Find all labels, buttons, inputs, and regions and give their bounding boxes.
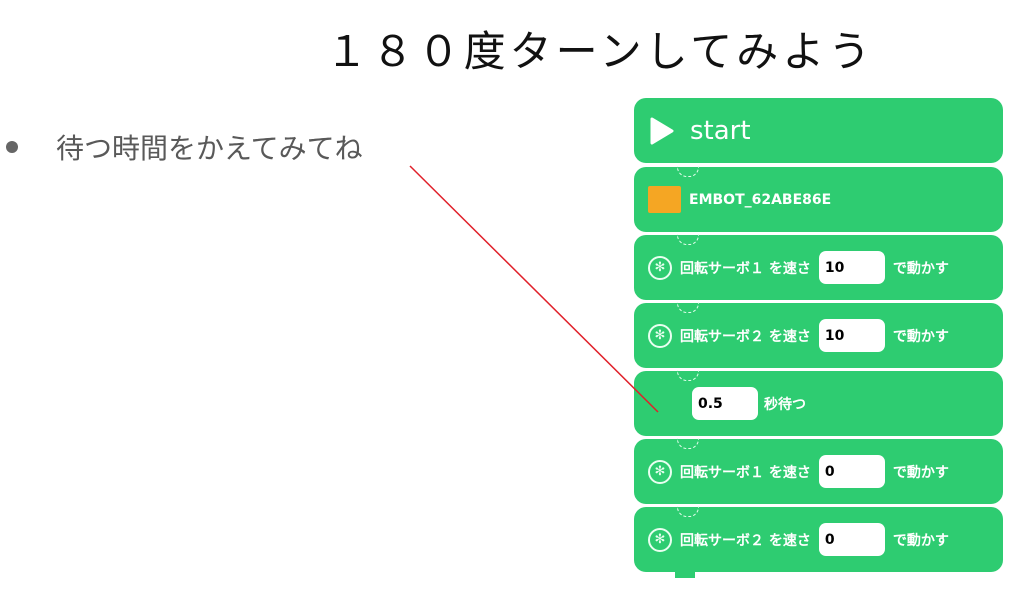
connector-tab — [675, 570, 695, 578]
servo-icon: ✻ — [648, 323, 672, 348]
block-suffix: で動かす — [892, 464, 949, 481]
servo-icon: ✻ — [648, 459, 672, 484]
block-suffix: 秒待つ — [764, 396, 806, 413]
bullet-text: 待つ時間をかえてみてね — [56, 132, 363, 165]
block-label: 回転サーボ２ を速さ — [680, 532, 811, 549]
play-icon — [650, 117, 674, 144]
servo-icon: ✻ — [648, 527, 672, 552]
start-block[interactable]: start — [634, 98, 1003, 163]
speed-input[interactable]: 0 — [818, 523, 885, 556]
servo-block[interactable]: ✻ 回転サーボ１ を速さ 0 で動かす — [634, 438, 1003, 504]
wait-block[interactable]: 0.5 秒待つ — [634, 370, 1003, 436]
block-label: 回転サーボ１ を速さ — [680, 464, 811, 481]
device-block[interactable]: EMBOT_62ABE86E — [634, 166, 1003, 232]
block-suffix: で動かす — [892, 532, 949, 549]
embot-icon — [648, 186, 681, 213]
block-label: 回転サーボ２ を速さ — [680, 328, 811, 345]
wait-seconds-input[interactable]: 0.5 — [692, 387, 758, 420]
servo-block[interactable]: ✻ 回転サーボ２ を速さ 10 で動かす — [634, 302, 1003, 368]
speed-input[interactable]: 10 — [818, 319, 885, 352]
speed-input[interactable]: 0 — [818, 455, 885, 488]
start-label: start — [690, 115, 751, 146]
servo-block[interactable]: ✻ 回転サーボ１ を速さ 10 で動かす — [634, 234, 1003, 300]
slide-title: １８０度ターンしてみよう — [325, 27, 875, 76]
device-label: EMBOT_62ABE86E — [689, 191, 832, 208]
block-label: 回転サーボ１ を速さ — [680, 260, 811, 277]
servo-icon: ✻ — [648, 255, 672, 280]
bullet-dot-icon — [6, 141, 18, 153]
servo-block[interactable]: ✻ 回転サーボ２ を速さ 0 で動かす — [634, 506, 1003, 572]
block-suffix: で動かす — [892, 260, 949, 277]
speed-input[interactable]: 10 — [818, 251, 885, 284]
block-suffix: で動かす — [892, 328, 949, 345]
